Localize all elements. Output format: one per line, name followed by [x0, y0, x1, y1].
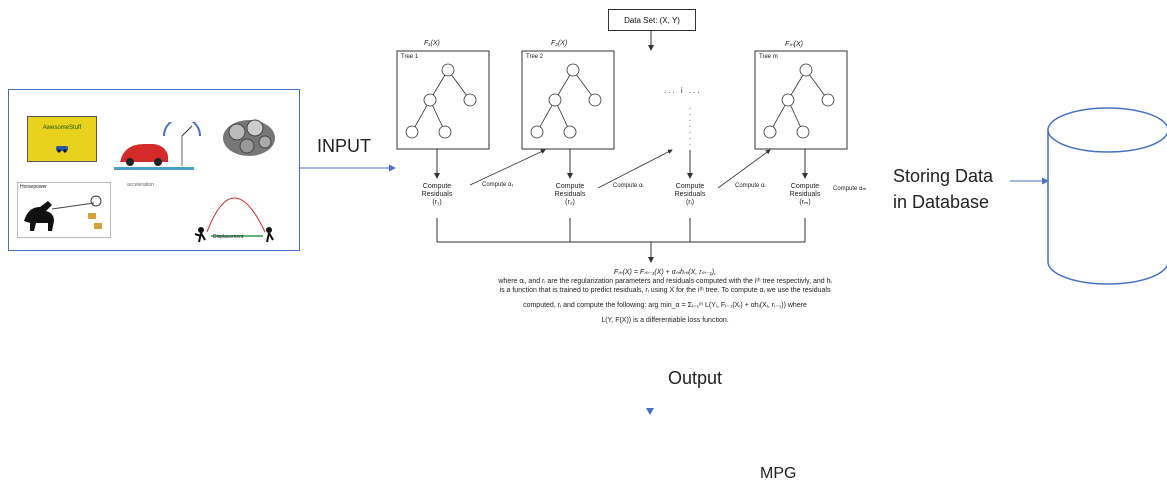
tree2-name: Tree 2 [526, 54, 544, 60]
residual-m-line3: (rₘ) [799, 199, 811, 206]
residual-1-line3: (r₁) [432, 199, 442, 206]
speedometer-car-icon [114, 122, 201, 170]
tree2-fn-label: F₂(X) [551, 40, 568, 47]
storing-label-line2: in Database [893, 192, 990, 212]
residual-1-line1: Compute [422, 183, 452, 190]
storing-label: Storing Data in Database [893, 163, 993, 215]
diag-arrow-2 [597, 149, 673, 189]
diag-arrow-1 [469, 149, 546, 186]
residual-m-line1: Compute [790, 183, 820, 190]
displacement-caption: Displacement [213, 234, 244, 240]
residual-2: Compute Residuals (r₂) [540, 183, 600, 207]
tree-ellipsis: ... i ... [664, 86, 702, 95]
compute-alpha-m: Compute αₘ [833, 186, 867, 192]
input-label: INPUT [317, 136, 371, 156]
tree-box-m [754, 50, 848, 150]
mpg-label: MPG [760, 465, 797, 482]
speed-caption: acceleration [127, 182, 154, 188]
horse-icon [24, 195, 102, 231]
treem-fn-label: Fₘ(X) [785, 41, 803, 48]
formula-line3: is a function that is trained to predict… [499, 287, 831, 294]
residual-2-line3: (r₂) [565, 199, 575, 206]
residual-2-line2: Residuals [554, 191, 586, 198]
output-arrow-icon [646, 408, 654, 415]
diag-arrow-3 [717, 149, 771, 189]
database-cylinder-icon [1047, 107, 1167, 285]
tree-box-2 [521, 50, 615, 150]
residual-i-line2: Residuals [674, 191, 706, 198]
input-panel: AwesomeStuff acceleration Horsepower [8, 89, 300, 251]
tree-box-1 [396, 50, 490, 150]
tree1-name: Tree 1 [401, 54, 419, 60]
treem-name: Tree m [759, 54, 778, 60]
output-label: Output [668, 368, 723, 388]
horse-caption: Horsepower [20, 184, 47, 190]
formula-line5: L(Y, F(X)) is a differentiable loss func… [601, 317, 729, 324]
compute-alpha-1: Compute α₁ [482, 182, 514, 188]
residual-i-line1: Compute [675, 183, 705, 190]
compute-alpha-3: Compute αᵢ [735, 183, 766, 189]
horsepower-image: Horsepower [17, 182, 111, 238]
engine-icon [223, 119, 275, 156]
residual-m: Compute Residuals (rₘ) [775, 183, 835, 207]
dataset-label: Data Set: (X, Y) [624, 15, 680, 25]
residual-i: Compute Residuals (rᵢ) [660, 183, 720, 207]
car-small-icon [56, 146, 68, 153]
formula-line1: Fₘ(X) = Fₘ₋₁(X) + αₘhₘ(X, rₘ₋₁), [613, 269, 717, 276]
banner-text: AwesomeStuff [42, 125, 82, 131]
storing-label-line1: Storing Data [893, 166, 994, 186]
formula-line4: computed, rᵢ and compute the following: … [523, 302, 807, 309]
residual-1: Compute Residuals (r₁) [407, 183, 467, 207]
residual-i-line3: (rᵢ) [685, 199, 695, 206]
formula-line2: where αᵢ, and rᵢ are the regularization … [498, 278, 832, 285]
formula-block: Fₘ(X) = Fₘ₋₁(X) + αₘhₘ(X, rₘ₋₁), where α… [430, 268, 900, 325]
displacement-icon [194, 197, 274, 243]
compute-alpha-2: Compute αᵢ [613, 183, 644, 189]
residual-1-line2: Residuals [421, 191, 453, 198]
residual-m-line2: Residuals [789, 191, 821, 198]
banner-image: AwesomeStuff [27, 116, 97, 162]
tree1-fn-label: F₁(X) [424, 40, 440, 47]
residual-2-line1: Compute [555, 183, 585, 190]
dataset-box: Data Set: (X, Y) [608, 9, 696, 31]
